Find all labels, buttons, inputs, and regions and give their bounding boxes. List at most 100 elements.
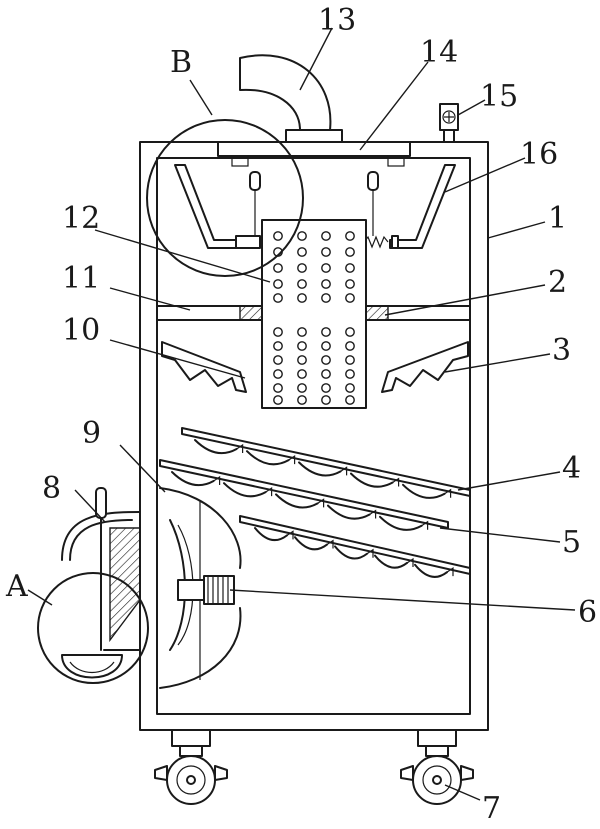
screen-hole <box>273 327 283 337</box>
screen-hole <box>297 341 307 351</box>
screen-scallop <box>374 554 408 569</box>
detail-circle-a <box>37 572 149 684</box>
top-rail <box>217 141 411 167</box>
label-B: B <box>170 45 192 80</box>
screen-hole <box>297 279 307 289</box>
screen-hole <box>297 293 307 303</box>
wheels <box>154 729 474 805</box>
curved-chute <box>159 487 242 689</box>
screen-scallop <box>275 493 319 509</box>
screen-hole <box>297 395 307 405</box>
screen-scallop <box>294 536 328 551</box>
screen-scallop <box>171 471 215 487</box>
label-10: 10 <box>62 313 100 348</box>
screen-hook <box>317 498 325 508</box>
screen-hole <box>297 327 307 337</box>
label-9: 9 <box>82 416 101 451</box>
screen-hook <box>286 530 294 540</box>
screen-scallop <box>223 482 267 498</box>
screen-scallop <box>298 461 342 477</box>
screen-hole <box>321 247 331 257</box>
perforated-screen <box>261 219 367 409</box>
screen-hook <box>340 466 348 476</box>
screen-hole <box>273 369 283 379</box>
fan-motor <box>177 575 235 605</box>
screen-hole <box>345 263 355 273</box>
screen-hole <box>345 293 355 303</box>
screen-hole <box>297 355 307 365</box>
screen-hook <box>446 567 454 577</box>
label-11: 11 <box>62 261 100 296</box>
screen-hole <box>321 369 331 379</box>
screen-hook <box>392 477 400 487</box>
screen-hole <box>297 247 307 257</box>
feed-hopper <box>239 54 343 143</box>
label-6: 6 <box>578 595 597 630</box>
screen-hole <box>273 355 283 365</box>
screen-hole <box>273 279 283 289</box>
screen-hole <box>321 231 331 241</box>
label-15: 15 <box>480 79 518 114</box>
screen-hook <box>444 488 452 498</box>
label-5: 5 <box>562 525 581 560</box>
top-motor <box>439 103 459 143</box>
screen-hole <box>321 263 331 273</box>
screen-hole <box>273 383 283 393</box>
screen-hole <box>273 395 283 405</box>
screen-hook <box>236 443 244 453</box>
screen-hook <box>421 520 429 530</box>
screen-hole <box>273 293 283 303</box>
screen-hook <box>288 455 296 465</box>
label-12: 12 <box>62 201 100 236</box>
screen-hole <box>297 263 307 273</box>
screen-hole <box>345 355 355 365</box>
screen-hole <box>321 327 331 337</box>
screen-hole <box>273 341 283 351</box>
screen-hole <box>297 231 307 241</box>
screen-scallop <box>254 527 288 542</box>
screen-hole <box>345 395 355 405</box>
label-3: 3 <box>552 333 571 368</box>
screen-hole <box>273 231 283 241</box>
screen-hole <box>321 383 331 393</box>
callout-labels: 1 2 3 4 5 6 7 8 9 10 11 12 13 14 15 16 A… <box>5 3 597 826</box>
label-1: 1 <box>548 201 567 236</box>
screen-hole <box>345 247 355 257</box>
inclined-screens <box>159 427 471 578</box>
leader-lines <box>27 27 576 801</box>
screen-scallop <box>334 545 368 560</box>
screen-hole <box>345 369 355 379</box>
screen-hook <box>265 487 273 497</box>
screen-hole <box>321 341 331 351</box>
screen-scallop <box>379 515 423 531</box>
label-2: 2 <box>548 265 567 300</box>
screen-hole <box>345 231 355 241</box>
label-16: 16 <box>520 137 558 172</box>
screen-hole <box>297 383 307 393</box>
detail-circle-b <box>146 119 304 277</box>
screen-scallop <box>402 483 446 499</box>
label-A: A <box>5 569 28 604</box>
screen-scallop <box>246 450 290 466</box>
screen-scallop <box>350 472 394 488</box>
screen-hook <box>213 475 221 485</box>
label-13: 13 <box>318 3 356 38</box>
screen-scallop <box>327 504 371 520</box>
screen-hole <box>345 341 355 351</box>
screen-hole <box>321 355 331 365</box>
screen-hole <box>345 327 355 337</box>
screen-hook <box>366 548 374 558</box>
label-8: 8 <box>42 471 61 506</box>
screen-hole <box>345 383 355 393</box>
screen-hole <box>321 395 331 405</box>
screen-hook <box>406 557 414 567</box>
side-press <box>61 487 141 679</box>
screen-hole <box>345 279 355 289</box>
screen-scallop <box>194 439 238 455</box>
screen-hook <box>326 539 334 549</box>
label-14: 14 <box>420 35 458 70</box>
screen-scallop <box>414 563 448 578</box>
screen-hole <box>273 263 283 273</box>
screen-hook <box>369 509 377 519</box>
